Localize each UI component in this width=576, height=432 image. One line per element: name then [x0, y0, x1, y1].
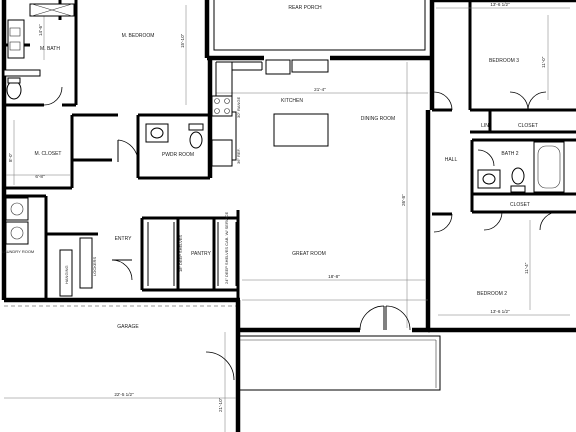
interior-walls	[4, 0, 576, 300]
pantry-shelves	[147, 222, 237, 286]
dimension-lines	[4, 5, 570, 432]
doors	[43, 86, 559, 381]
label-master-bath: M. BATH	[40, 46, 60, 52]
kitchen-sink	[265, 59, 291, 75]
kitchen-island	[273, 113, 329, 147]
label-hanging: HANGING	[64, 265, 69, 284]
dim-bedroom2-width: 13'-6 1/2"	[490, 309, 510, 314]
label-shelves-1: 18" DEEP SHELVES	[178, 235, 183, 272]
label-lockers: LOCKERS	[92, 257, 97, 276]
dim-bedroom2-depth: 11'-4"	[524, 262, 529, 274]
label-range: 30" RANGE	[236, 96, 241, 118]
powder-room-fixtures	[145, 123, 204, 149]
label-closet-top: CLOSET	[518, 123, 538, 129]
label-shelves-2: 24" DEEP SHELVES CAB. W/ SERVICE	[224, 212, 229, 284]
label-laundry-room: LAUNDRY ROOM	[2, 249, 35, 254]
room-labels: REAR PORCH M. BEDROOM M. BATH M. CLOSET …	[2, 5, 538, 330]
dim-garage-width: 22'-5 1/2"	[114, 392, 134, 397]
dim-mbath-depth: 14'-6"	[38, 24, 43, 36]
master-bath-fixtures	[3, 3, 75, 100]
label-pantry: PANTRY	[191, 251, 211, 257]
label-entry: ENTRY	[115, 236, 133, 242]
dimension-labels: 13'-6 1/2" 11'-0" 14'-6" 15'-10" 21'-4" …	[8, 2, 546, 412]
dim-bedroom3-depth: 11'-0"	[541, 56, 546, 68]
front-porch-outline	[240, 335, 441, 391]
dim-house-depth: 26'-8"	[401, 194, 406, 206]
label-great-room: GREAT ROOM	[292, 251, 326, 257]
dim-closet-depth: 8'-0"	[8, 152, 13, 162]
range-icon	[211, 95, 233, 117]
dim-bedroom3-width: 13'-6 1/2"	[490, 2, 510, 7]
kitchen-counters	[215, 61, 263, 161]
label-dining-room: DINING ROOM	[361, 116, 395, 122]
laundry-fixtures	[5, 197, 93, 297]
label-master-closet: M. CLOSET	[35, 151, 62, 157]
refrigerator	[211, 139, 233, 167]
label-bedroom-2: BEDROOM 2	[477, 291, 507, 297]
dim-great-room-width: 18'-8"	[328, 274, 340, 279]
dim-closet-width: 6'-8"	[35, 174, 45, 179]
bath-2-fixtures	[477, 141, 565, 193]
porch-outline	[213, 0, 426, 51]
dim-garage-depth: 21'-10"	[218, 397, 223, 412]
label-lin: LIN	[481, 123, 489, 129]
label-kitchen: KITCHEN	[281, 98, 303, 104]
label-closet-mid: CLOSET	[510, 202, 530, 208]
label-master-bedroom: M. BEDROOM	[122, 33, 155, 39]
label-rear-porch: REAR PORCH	[288, 5, 322, 11]
label-hall: HALL	[445, 157, 458, 163]
kitchen-counter-right	[291, 59, 329, 73]
label-ref: 36" REF.	[236, 148, 241, 164]
label-bath-2: BATH 2	[501, 151, 518, 157]
label-powder-room: PWDR ROOM	[162, 152, 194, 158]
label-bedroom-3: BEDROOM 3	[489, 58, 519, 64]
label-garage: GARAGE	[117, 324, 139, 330]
dim-kitchen-width: 21'-4"	[314, 87, 326, 92]
dim-mbedroom-depth: 15'-10"	[180, 33, 185, 48]
